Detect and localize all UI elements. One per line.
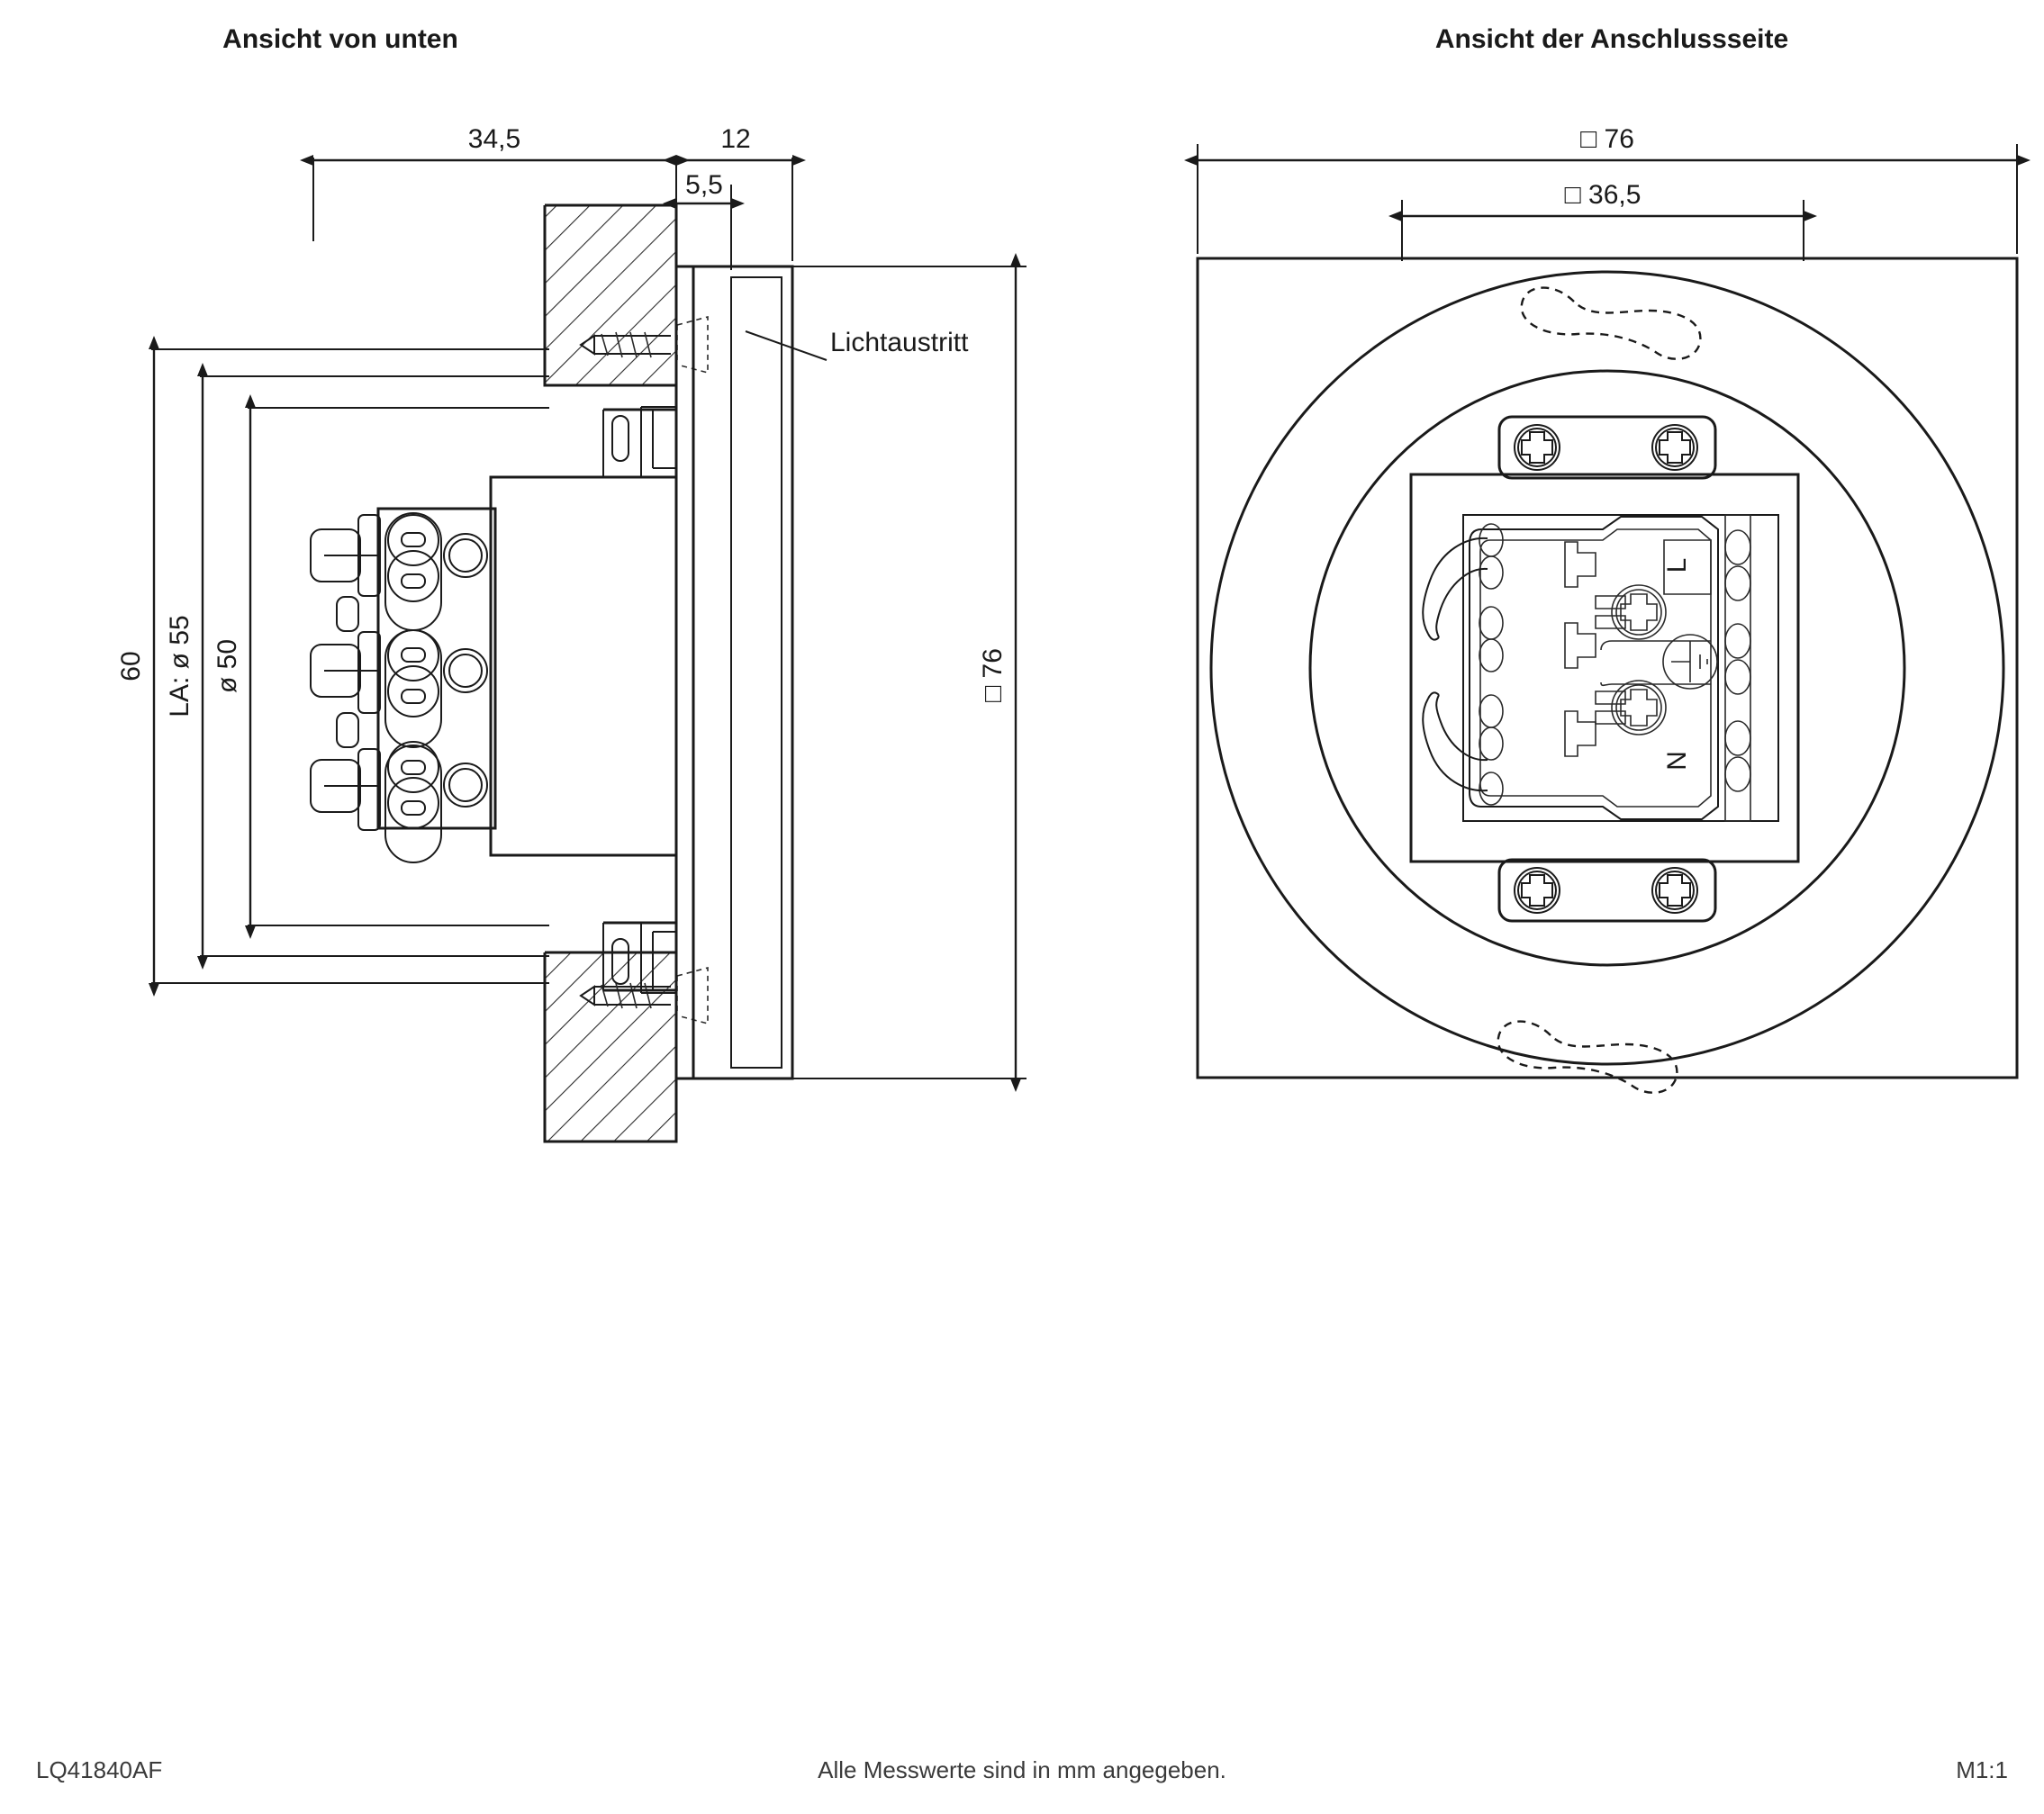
dimension-5-5: 5,5 (663, 170, 745, 270)
housing-body (489, 475, 678, 857)
faceplate-profile (692, 265, 794, 1080)
left-view-group: Lichtaustritt (116, 124, 1027, 1143)
phillips-screw-icon-bottom-left (1514, 867, 1560, 914)
terminal-row-3 (384, 741, 488, 863)
dimension-60-label: 60 (116, 651, 146, 681)
dimension-60: 60 (116, 336, 549, 997)
dimension-12: 12 (663, 124, 806, 261)
spring-clip-top-dashed (1520, 286, 1702, 360)
dimension-square-76-right-view: □ 76 (1184, 124, 2030, 254)
footer-part-number: LQ41840AF (36, 1756, 162, 1783)
mounting-plate-square (1196, 257, 2019, 1079)
terminal-pads-right (1724, 514, 1751, 822)
dimension-square-36-5: □ 36,5 (1388, 180, 1817, 261)
screw-terminal-live (1595, 584, 1667, 640)
dimension-d50-label: ø 50 (213, 639, 242, 693)
footer-units-note: Alle Messwerte sind in mm angegeben. (818, 1756, 1226, 1783)
terminal-row-2 (384, 629, 488, 748)
middle-ring-circle (1308, 369, 1906, 967)
dimension-34-5-label: 34,5 (468, 124, 520, 154)
terminal-marking-neutral-label: N (1662, 751, 1692, 771)
terminal-pads-left (1479, 523, 1504, 806)
phillips-screw-icon-top-left (1514, 424, 1560, 471)
phillips-screw-icon-top-right (1651, 424, 1698, 471)
dimension-square-76-left-label: □ 76 (978, 648, 1008, 702)
wall-section-top (543, 203, 678, 387)
left-view-title: Ansicht von unten (222, 24, 458, 54)
terminal-row-1 (384, 512, 488, 631)
lichtaustritt-label: Lichtaustritt (830, 328, 969, 357)
dimension-5-5-label: 5,5 (685, 170, 723, 200)
terminal-marking-live: L (1662, 539, 1712, 595)
wire-loop-upper (1422, 537, 1488, 641)
dimension-la-55: LA: ø 55 (165, 363, 549, 970)
dimension-square-76-left-view: □ 76 (792, 253, 1027, 1092)
dimension-34-5: 34,5 (300, 124, 690, 241)
dimension-la-55-label: LA: ø 55 (165, 615, 194, 717)
contact-blade-top (1564, 541, 1596, 588)
dimension-12-label: 12 (720, 124, 750, 154)
phillips-screw-icon-bottom-right (1651, 867, 1698, 914)
spring-clip-bottom-dashed (1497, 1020, 1678, 1094)
terminal-wire-stubs (310, 514, 381, 831)
faceplate-lip (674, 205, 693, 1142)
terminal-marking-live-label: L (1662, 558, 1692, 573)
screw-terminal-neutral (1595, 680, 1667, 736)
terminal-block (310, 507, 497, 863)
right-view-group: L N □ 76 (1184, 124, 2030, 1094)
earth-terminal-icon (1662, 634, 1718, 690)
mounting-bracket-bottom (1497, 858, 1717, 923)
wire-loop-lower (1422, 691, 1488, 792)
outer-ring-circle (1209, 270, 2005, 1066)
dimension-square-76-right-label: □ 76 (1580, 124, 1634, 154)
right-view-title: Ansicht der Anschlussseite (1435, 24, 1788, 54)
connector-block: L N (1422, 514, 1779, 822)
mounting-bracket-top (1497, 415, 1717, 480)
mounting-clip-top (602, 406, 678, 479)
wall-section-bottom (543, 951, 678, 1143)
dimension-square-36-5-label: □ 36,5 (1565, 180, 1642, 210)
terminal-carrier-square (1409, 473, 1800, 863)
mounting-clip-bottom (602, 921, 678, 994)
footer-scale: M1:1 (1956, 1756, 2008, 1783)
footer: LQ41840AF Alle Messwerte sind in mm ange… (36, 1756, 2008, 1783)
contact-blade-middle (1564, 622, 1596, 669)
lichtaustritt-callout: Lichtaustritt (745, 328, 969, 361)
terminal-marking-neutral: N (1662, 751, 1692, 771)
contact-blade-bottom (1564, 710, 1596, 757)
dimension-d50: ø 50 (213, 394, 549, 939)
